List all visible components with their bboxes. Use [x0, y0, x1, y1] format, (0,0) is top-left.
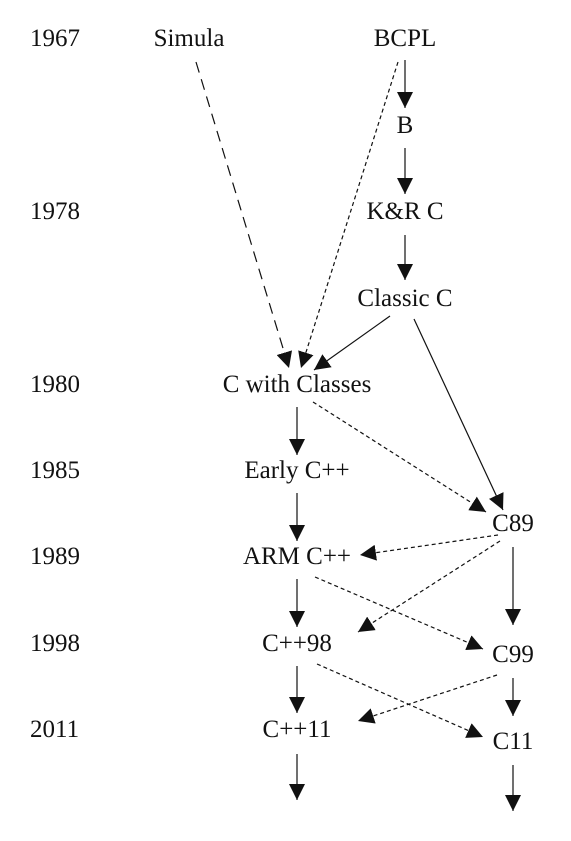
year-label: 1998 — [30, 630, 80, 657]
node-c89: C89 — [492, 510, 534, 537]
edge-c89-to-cpp98 — [357, 540, 501, 633]
node-b: B — [397, 112, 414, 139]
edge-classic-c-to-c89 — [413, 318, 504, 511]
edge-classic-c-to-c-with-classes — [313, 315, 391, 371]
edge-arm-cpp-to-c99 — [314, 576, 484, 651]
year-label: 1978 — [30, 198, 80, 225]
edge-bcpl-to-c-with-classes — [298, 61, 399, 369]
node-c-with-classes: C with Classes — [223, 371, 372, 398]
edge-simula-to-c-with-classes — [195, 61, 293, 369]
node-cpp11: C++11 — [263, 716, 332, 743]
edge-c89-to-arm-cpp — [359, 534, 499, 561]
edge-c-with-classes-to-c89 — [312, 401, 487, 513]
year-label: 1989 — [30, 543, 80, 570]
edge-cpp98-to-c11 — [316, 663, 484, 738]
node-kr-c: K&R C — [366, 198, 443, 225]
node-bcpl: BCPL — [374, 25, 437, 52]
node-early-cpp: Early C++ — [244, 457, 349, 484]
edge-c99-to-cpp11 — [357, 674, 498, 724]
edge-layer — [195, 60, 521, 811]
node-classic-c: Classic C — [357, 285, 452, 312]
node-arm-cpp: ARM C++ — [243, 543, 351, 570]
language-nodes: Simula BCPL B K&R C Classic C C with Cla… — [154, 25, 534, 755]
node-simula: Simula — [154, 25, 225, 52]
node-c99: C99 — [492, 641, 534, 668]
node-cpp98: C++98 — [262, 630, 332, 657]
year-label: 2011 — [30, 716, 79, 743]
year-label: 1980 — [30, 371, 80, 398]
year-label: 1967 — [30, 25, 80, 52]
year-column: 1967 1978 1980 1985 1989 1998 2011 — [30, 25, 80, 743]
year-label: 1985 — [30, 457, 80, 484]
node-c11: C11 — [493, 728, 534, 755]
